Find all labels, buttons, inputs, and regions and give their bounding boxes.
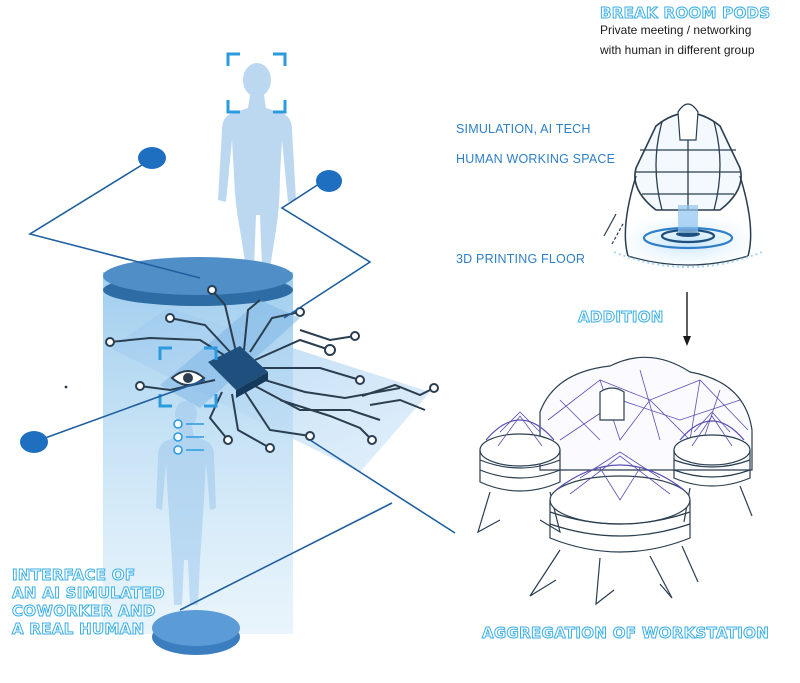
interface-title: INTERFACE OF AN AI SIMULATED COWORKER AN… [12,566,165,639]
workstation-aggregation-drawing [477,356,753,606]
bottom-disc-platform [152,610,240,655]
chest-scan-frame-icon [158,346,218,408]
upper-human-silhouette [218,63,296,268]
human-working-space-label: HUMAN WORKING SPACE [456,152,616,166]
3d-printing-floor-label: 3D PRINTING FLOOR [456,252,586,266]
interface-title-line1: INTERFACE OF [12,566,136,585]
break-room-desc-line2: with human in different group [600,43,755,57]
callout-dots [20,147,342,453]
addition-label: ADDITION [578,308,664,327]
break-room-pod-drawing [602,103,774,276]
ai-chip [208,346,268,398]
left-pod [477,411,561,534]
list-toggle-icon [173,419,204,455]
simulation-ai-tech-label: SIMULATION, AI TECH [456,122,591,136]
aggregation-label: AGGREGATION OF WORKSTATION [481,624,770,643]
eye-icon [170,370,206,386]
connector-lines [27,159,456,611]
break-room-title: BREAK ROOM PODS [599,4,771,23]
arrow-down-icon [683,292,691,346]
top-disc-platform [103,257,293,306]
interface-title-line4: A REAL HUMAN [12,620,145,639]
center-pod [529,451,699,606]
interface-title-line3: COWORKER AND [12,602,156,621]
interface-title-line2: AN AI SIMULATED [12,584,165,603]
break-room-desc-line1: Private meeting / networking [600,23,752,37]
circuit-nodes [105,285,439,453]
face-scan-frame-icon [226,52,287,114]
